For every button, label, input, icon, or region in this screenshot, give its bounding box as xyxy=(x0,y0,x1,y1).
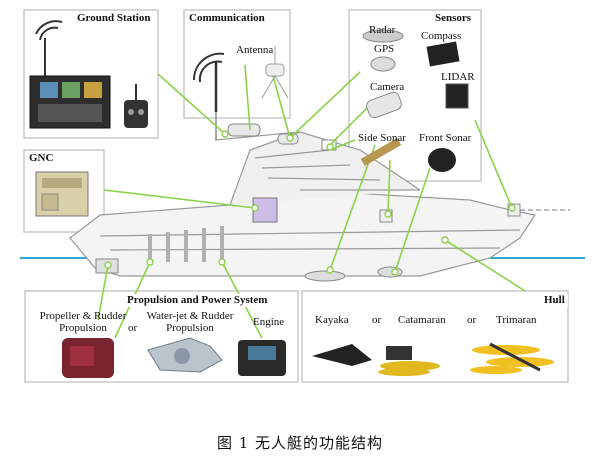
propeller-label-line2: Propulsion xyxy=(59,322,107,334)
kayak-image xyxy=(312,344,372,366)
ground-station-title: Ground Station xyxy=(74,12,154,25)
trimaran-image xyxy=(470,342,554,374)
gps-label: GPS xyxy=(374,43,395,55)
camera-label: Camera xyxy=(370,81,405,93)
engine-label: Engine xyxy=(253,316,285,328)
front-sonar-label: Front Sonar xyxy=(419,132,472,144)
engine-image xyxy=(238,340,286,376)
figure-caption: 图 1 无人艇的功能结构 xyxy=(216,434,384,452)
side-sonar-icon xyxy=(360,138,402,166)
lidar-icon xyxy=(445,83,469,109)
radar-label: Radar xyxy=(369,24,396,36)
gnc-device-image xyxy=(35,171,89,217)
propeller-label-line1: Propeller & Rudder xyxy=(39,310,127,322)
hull-box xyxy=(301,290,569,383)
propeller-image xyxy=(62,338,114,378)
ground-station-image xyxy=(29,20,148,129)
trimaran-label: Trimaran xyxy=(496,314,537,326)
gnc-title: GNC xyxy=(26,152,57,165)
propulsion-title: Propulsion and Power System xyxy=(124,294,271,307)
waterjet-label-line1: Water-jet & Rudder xyxy=(146,310,234,322)
sensors-title: Sensors xyxy=(432,12,475,25)
compass-label: Compass xyxy=(421,30,462,42)
antenna-icon xyxy=(192,46,289,112)
side-sonar-label: Side Sonar xyxy=(358,132,406,144)
propulsion-box xyxy=(24,290,299,383)
radar-icon xyxy=(362,29,404,43)
catamaran-image xyxy=(378,346,440,376)
or-label-hull-1: or xyxy=(372,314,382,326)
waterjet-label-line2: Propulsion xyxy=(166,322,214,334)
lidar-label: LIDAR xyxy=(441,71,475,83)
catamaran-label: Catamaran xyxy=(398,314,446,326)
boat-hull xyxy=(69,131,536,277)
sensors-box xyxy=(348,9,482,182)
waterjet-label: Water-jet & Rudder Propulsion xyxy=(140,310,240,334)
front-sonar-icon xyxy=(428,148,456,172)
kayaka-label: Kayaka xyxy=(315,314,349,326)
gnc-box xyxy=(23,149,105,233)
propeller-label: Propeller & Rudder Propulsion xyxy=(33,310,133,334)
hull-title: Hull xyxy=(541,294,568,307)
communication-box xyxy=(183,9,291,119)
gps-icon xyxy=(370,56,396,72)
or-label-propulsion: or xyxy=(128,322,138,334)
or-label-hull-2: or xyxy=(467,314,477,326)
communication-title: Communication xyxy=(186,12,268,25)
antenna-label: Antenna xyxy=(236,44,274,56)
waterjet-image xyxy=(147,337,223,373)
camera-icon xyxy=(366,91,402,119)
compass-icon xyxy=(426,41,460,67)
